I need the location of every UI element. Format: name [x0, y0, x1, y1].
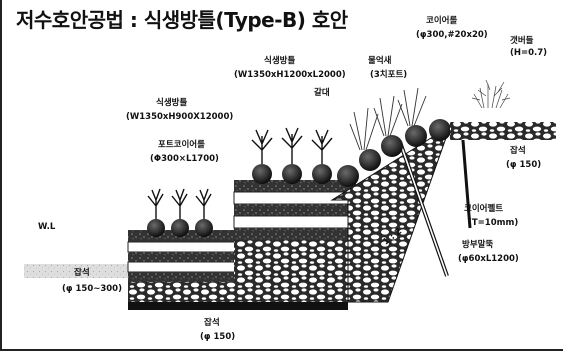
- plants-upper: [251, 127, 333, 164]
- label-rubble-left-spec: (φ 150~300): [62, 284, 122, 294]
- crest-rubble: [450, 122, 556, 140]
- label-gabion-spec: (H=0.7): [510, 48, 548, 58]
- label-coir-roll-top: 코이어롤: [426, 16, 458, 26]
- label-veg-frame-mid-spec: (W1350xH900X12000): [126, 112, 234, 122]
- label-water-level: W.L: [38, 222, 56, 232]
- label-rubble-bottom: 잡석: [204, 318, 220, 328]
- label-stake-spec: (φ60xL1200): [458, 254, 519, 264]
- label-pot-coir-spec: (Φ300×L1700): [150, 154, 219, 164]
- label-reed: 물억새: [368, 56, 392, 66]
- label-veg-frame-mid: 식생방틀: [156, 98, 188, 108]
- label-coir-felt-spec: (T=10mm): [468, 218, 519, 228]
- pot-coir-rolls-lower: [147, 219, 213, 237]
- coir-felt-line: [398, 141, 449, 277]
- label-gabion: 갯버들: [510, 36, 534, 46]
- page-title: 저수호안공법 : 식생방틀(Type-B) 호안: [16, 8, 348, 32]
- label-stake: 방부말뚝: [462, 240, 494, 250]
- coir-rolls-slope: [337, 119, 451, 187]
- label-reed-alt: 갈대: [314, 88, 330, 98]
- label-reed-spec: (3치포트): [370, 70, 408, 80]
- willow-shrub: [471, 79, 511, 109]
- label-veg-frame-top-spec: (W1350xH1200xL2000): [234, 70, 346, 80]
- label-coir-felt: 코이어펠트: [464, 204, 504, 214]
- coir-rolls-upper: [252, 164, 332, 184]
- water-surface: [24, 264, 128, 278]
- preservative-stake: [460, 127, 472, 229]
- label-rubble-right-spec: (φ 150): [506, 160, 542, 170]
- reeds-slope: [349, 87, 427, 151]
- label-coir-roll-top-spec: (φ300,#20x20): [416, 30, 488, 40]
- label-veg-frame-top: 식생방틀: [264, 56, 296, 66]
- label-rubble-right: 잡석: [510, 146, 526, 156]
- label-rubble-left: 잡석: [74, 268, 90, 278]
- plants-lower: [147, 188, 212, 219]
- label-pot-coir: 포트코이어롤: [158, 140, 205, 150]
- label-rubble-bottom-spec: (φ 150): [200, 332, 236, 342]
